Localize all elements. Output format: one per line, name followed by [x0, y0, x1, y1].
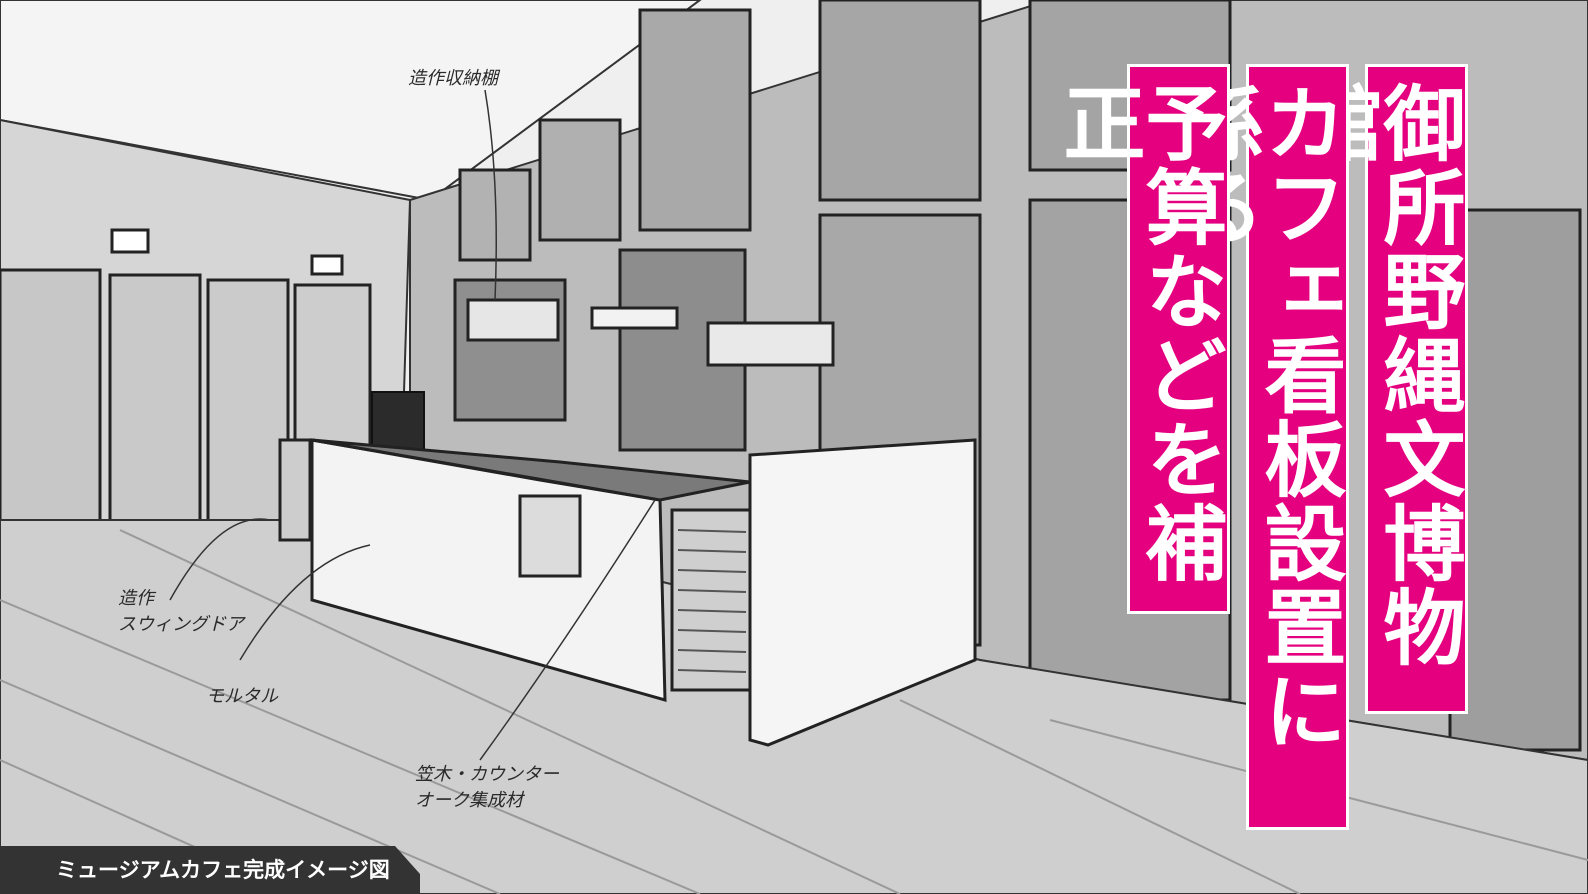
- annotation-counter: 笠木・カウンター オーク集成材: [415, 764, 559, 811]
- annotation-mortar: モルタル: [206, 686, 278, 707]
- image-caption: ミュージアムカフェ完成イメージ図: [0, 846, 420, 894]
- annotation-swing-door: 造作 スウィングドア: [118, 588, 244, 635]
- headline-line-3: 予算などを補正: [1049, 64, 1230, 614]
- headline-line-1: 御所野縄文博物館: [1287, 64, 1468, 714]
- annotation-storage-shelf: 造作収納棚: [408, 68, 498, 89]
- headline-line-2: カフェ看板設置に係る: [1168, 64, 1349, 830]
